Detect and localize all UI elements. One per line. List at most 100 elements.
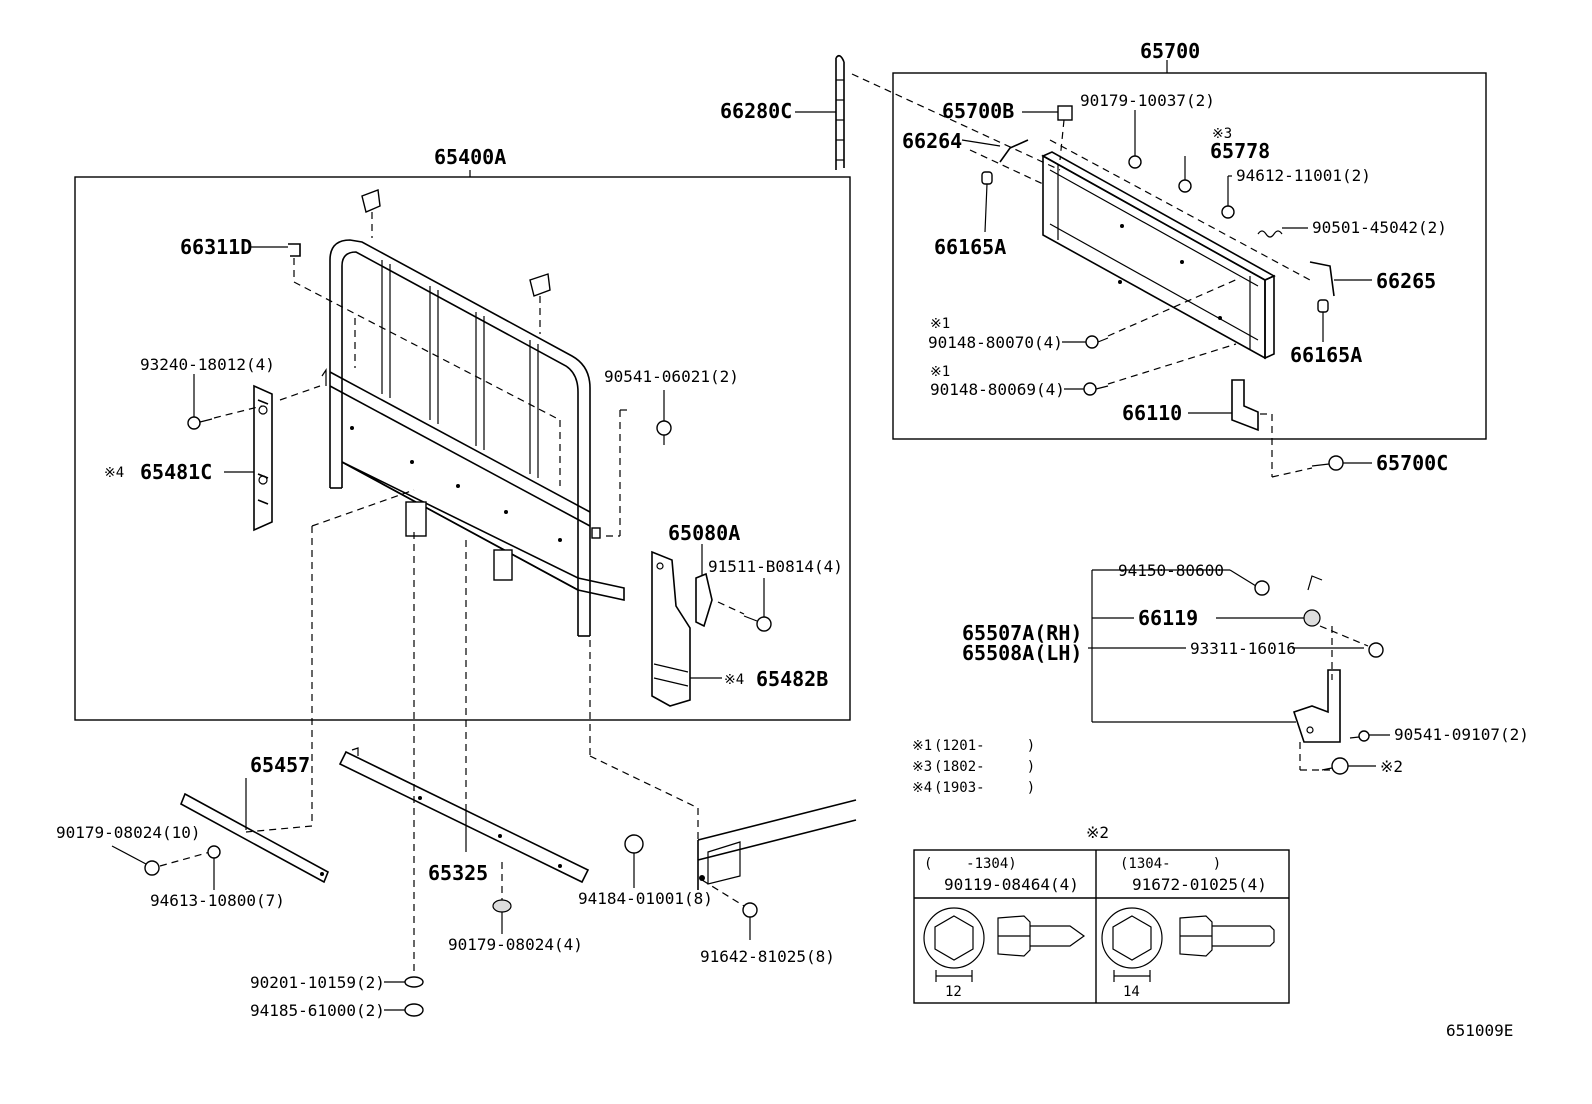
- bracket-66264: [999, 139, 1029, 163]
- label-90179-08024-10: 90179-08024(10): [56, 823, 201, 842]
- label-65080A: 65080A: [668, 521, 740, 545]
- body-rail: [697, 799, 857, 890]
- label-90148-80069: 90148-80069(4): [930, 380, 1065, 399]
- label-91642: 91642-81025(8): [700, 947, 835, 966]
- pin-66165A-right: [1317, 299, 1329, 313]
- guard-frame: [329, 239, 625, 637]
- frame-tab: [591, 527, 601, 539]
- label-65508A: 65508A(LH): [962, 641, 1082, 665]
- nut-90179-08024-10: [144, 860, 160, 876]
- nut-90179-10037: [1128, 155, 1142, 169]
- frame-group: [74, 170, 851, 721]
- note-mark: ※1: [912, 738, 932, 754]
- label-94184: 94184-01001(8): [578, 889, 713, 908]
- label-mark2-side: ※2: [1380, 757, 1403, 776]
- label-66311D: 66311D: [180, 235, 252, 259]
- nut-94150: [1254, 580, 1270, 596]
- label-66264: 66264: [902, 129, 962, 153]
- hinge-66110: [1231, 379, 1259, 432]
- mark1-label-a: ※1: [930, 316, 950, 332]
- label-90179-10037: 90179-10037(2): [1080, 91, 1215, 110]
- label-66165A-right: 66165A: [1290, 343, 1362, 367]
- bolt-93240: [187, 416, 213, 430]
- rail-65325: [338, 750, 590, 884]
- label-65481C: 65481C: [140, 460, 212, 484]
- mark1-label-b: ※1: [930, 364, 950, 380]
- label-66110: 66110: [1122, 401, 1182, 425]
- screw-90148-80069: [1083, 382, 1109, 396]
- label-65400A: 65400A: [434, 145, 506, 169]
- hinge-group: [1088, 569, 1390, 775]
- bolt-90541-09107: [1349, 730, 1370, 742]
- clip-90179-08024-4: [492, 899, 512, 913]
- label-94185: 94185-61000(2): [250, 1001, 385, 1020]
- label-65325: 65325: [428, 861, 488, 885]
- label-93311: 93311-16016: [1190, 639, 1296, 658]
- clip-66311D: [288, 243, 301, 257]
- bracket-65482B: [651, 550, 691, 707]
- clip-top-right: [529, 273, 551, 297]
- tailgate-panel: [1041, 151, 1276, 360]
- bolt-91511: [743, 615, 772, 632]
- notes-list: ※1 (1201- ) ※3 (1802- ) ※4 (1903- ): [912, 738, 1035, 796]
- note-range: (1903- ): [934, 780, 1035, 796]
- detail-box-mark2: [913, 849, 1290, 1004]
- bracket-65481C: [253, 384, 273, 532]
- detail-box-title: ※2: [1086, 823, 1109, 842]
- bolt-93311: [1368, 642, 1384, 658]
- label-65700C: 65700C: [1376, 451, 1448, 475]
- washer-94612: [1221, 205, 1235, 219]
- label-66280C: 66280C: [720, 99, 792, 123]
- label-90541-09107: 90541-09107(2): [1394, 725, 1529, 744]
- tailgate-box: [892, 72, 1487, 440]
- label-91511: 91511-B0814(4): [708, 557, 843, 576]
- label-65457: 65457: [250, 753, 310, 777]
- mount-bracket-b: [493, 549, 513, 581]
- pin-90541-06021: [656, 420, 672, 445]
- nut-94185: [404, 1003, 424, 1017]
- bolt-65700C: [1311, 455, 1344, 471]
- label-90501: 90501-45042(2): [1312, 218, 1447, 237]
- washer-94613: [207, 845, 221, 859]
- washer-90201: [404, 976, 424, 988]
- bolt-mark2: [1321, 757, 1349, 775]
- label-94612: 94612-11001(2): [1236, 166, 1371, 185]
- note-range: (1802- ): [934, 759, 1035, 775]
- mark4-label-65482B: ※4: [724, 672, 744, 688]
- label-93240: 93240-18012(4): [140, 355, 275, 374]
- leader-66264: [961, 139, 1001, 147]
- detail-right-range: (1304- ): [1120, 856, 1221, 872]
- detail-left-size: 12: [945, 984, 962, 1000]
- detail-right-size: 14: [1123, 984, 1140, 1000]
- diagram-id: 651009E: [1446, 1021, 1513, 1040]
- tailgate-group: [795, 54, 1487, 477]
- clip-65700B: [1057, 105, 1073, 121]
- chain-66280C: [835, 54, 845, 170]
- detail-left-range: ( -1304): [924, 856, 1017, 872]
- clip-66119: [1307, 575, 1323, 591]
- label-65482B: 65482B: [756, 667, 828, 691]
- latch-65080A: [695, 572, 713, 628]
- hook-small: [321, 368, 327, 386]
- label-90201: 90201-10159(2): [250, 973, 385, 992]
- label-90179-08024-4: 90179-08024(4): [448, 935, 583, 954]
- note-mark: ※3: [912, 759, 932, 775]
- mark4-label-65481C: ※4: [104, 465, 124, 481]
- clip-top-left: [361, 189, 381, 213]
- hinge-bracket-65507A: [1292, 669, 1341, 743]
- label-94613: 94613-10800(7): [150, 891, 285, 910]
- rod-66265: [1309, 261, 1335, 297]
- screw-90148-80070: [1085, 335, 1109, 349]
- detail-right-part: 91672-01025(4): [1132, 875, 1267, 894]
- dash-66280C: [851, 73, 1061, 171]
- strip-65457: [179, 792, 330, 884]
- label-65700B: 65700B: [942, 99, 1014, 123]
- note-range: (1201- ): [934, 738, 1035, 754]
- frame-box: [74, 176, 851, 721]
- bushing-66119: [1303, 609, 1321, 627]
- mount-bracket-a: [405, 501, 427, 537]
- label-94150: 94150-80600: [1118, 561, 1224, 580]
- mark3-label: ※3: [1212, 126, 1232, 142]
- pin-66165A-left: [981, 171, 993, 185]
